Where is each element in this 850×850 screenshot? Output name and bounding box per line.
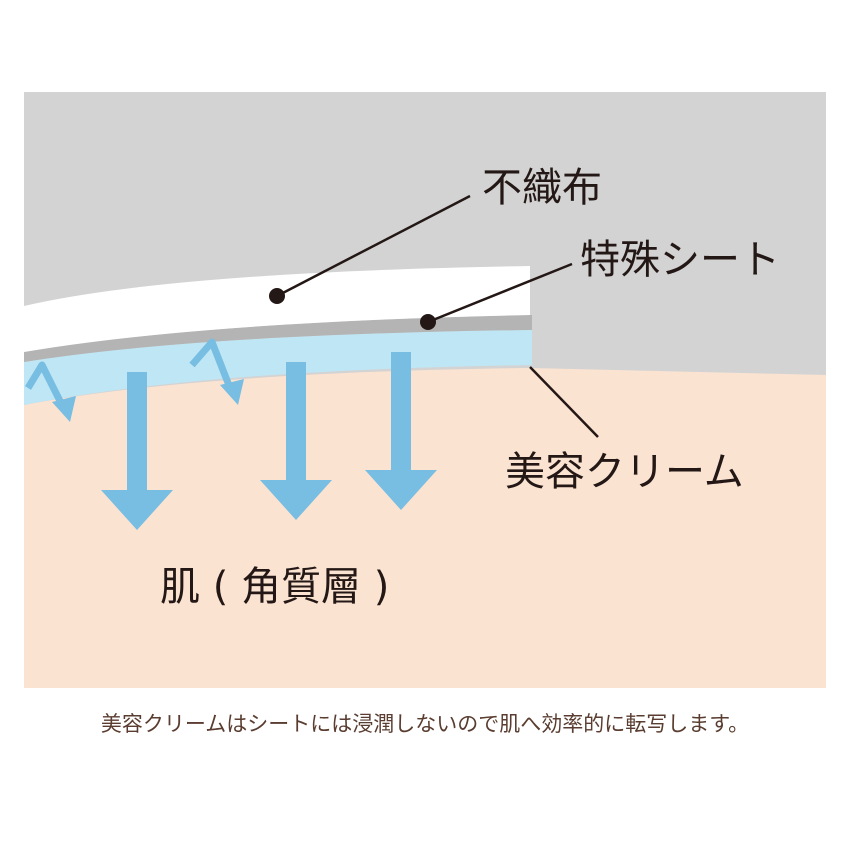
label-nonwoven: 不織布 xyxy=(482,165,602,211)
leader-line-cream xyxy=(529,366,599,438)
label-special-sheet: 特殊シート xyxy=(580,237,780,283)
down-arrow-3 xyxy=(365,352,437,510)
special-sheet-layer xyxy=(24,315,532,362)
label-beauty-cream: 美容クリーム xyxy=(505,449,744,495)
leader-line-sheet xyxy=(427,262,573,324)
down-arrow-1 xyxy=(101,372,173,530)
bounce-arrows xyxy=(25,338,234,407)
leader-dot-nonwoven xyxy=(269,288,285,304)
bounce-arrow-2 xyxy=(189,338,234,390)
skin-layer xyxy=(24,368,826,688)
bounce-arrowhead-2 xyxy=(220,379,244,405)
bounce-arrowhead-1 xyxy=(52,396,76,422)
penetration-arrows xyxy=(101,352,437,530)
bounce-arrow-1 xyxy=(25,361,66,407)
nonwoven-layer xyxy=(24,266,530,352)
leader-dot-sheet xyxy=(420,314,436,330)
down-arrow-2 xyxy=(260,362,332,520)
label-skin: 肌 ( 角質層 ) xyxy=(160,564,390,610)
leader-line-nonwoven xyxy=(276,194,471,298)
cream-layer xyxy=(24,330,532,405)
caption-text: 美容クリームはシートには浸潤しないので肌へ効率的に転写します。 xyxy=(100,712,750,736)
